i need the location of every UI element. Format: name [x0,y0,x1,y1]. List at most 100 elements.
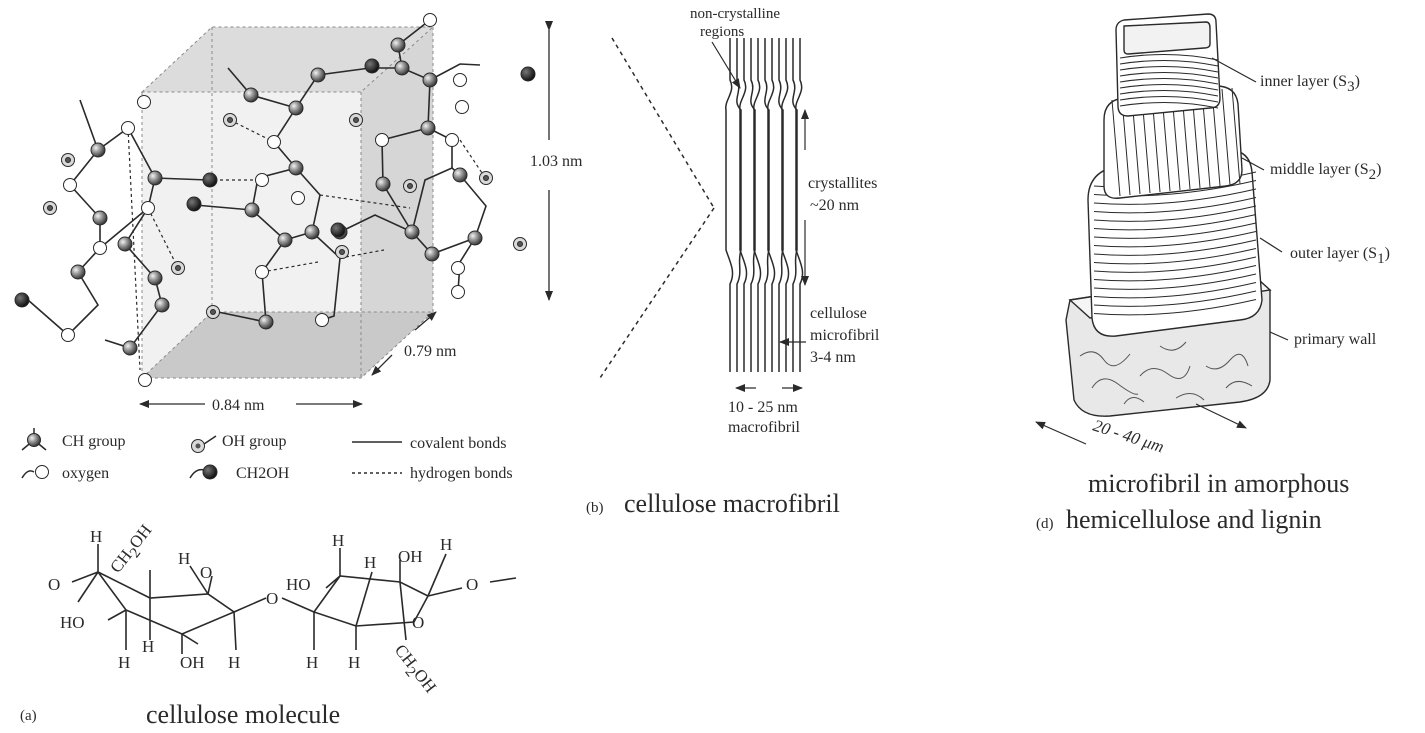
crystallites-size: ~20 nm [810,197,860,214]
winding-line [1093,205,1257,222]
wall-fibre [1091,378,1139,395]
strand [753,38,762,372]
panel-a-caption: cellulose molecule [146,700,340,729]
winding-line [1093,265,1257,282]
legend-oh-icon [191,435,217,453]
inner-layer-label: inner layer (S3) [1260,73,1360,95]
wall-fibre [1079,351,1131,367]
strand [781,38,790,372]
wall-fibre [1139,365,1191,379]
macrofibril-strands [725,38,804,372]
panel-d-letter: (d) [1036,516,1054,532]
crystallites-label: crystallites [808,175,877,192]
legend-oxygen-label: oxygen [62,465,109,482]
noncrystalline-label-2: regions [700,24,744,40]
unit-cell [140,26,435,379]
wall-fibre [1159,341,1187,351]
winding-line [1093,197,1257,214]
legend-oxygen-icon [21,465,49,479]
winding-line [1119,59,1219,67]
strand [767,38,776,372]
svg-text:O: O [266,589,278,608]
legend-ch2oh-icon [189,464,218,480]
svg-text:CH2OH: CH2OH [387,641,440,700]
dim-depth-label: 0.79 nm [404,343,457,360]
winding-line [1093,299,1257,316]
svg-text:H: H [348,653,360,672]
panel-d-caption-2: hemicellulose and lignin [1066,505,1322,534]
legend-ch-icon [21,428,47,451]
microfibril-label-2: microfibril [810,327,880,344]
panel-b-letter: (b) [586,500,604,516]
macrofibril-label: macrofibril [728,419,801,436]
svg-text:H: H [142,637,154,656]
strand [750,38,756,372]
middle-layer-label: middle layer (S2) [1270,161,1381,183]
winding-line [1093,222,1257,239]
svg-text:HO: HO [60,613,85,632]
winding-line [1093,248,1257,265]
strand [764,38,770,372]
legend: CH group oxygen OH group CH2OH covalent … [21,428,513,482]
wall-fibre [1175,393,1205,401]
strand [739,38,748,372]
panel-b-caption: cellulose macrofibril [624,489,840,518]
winding-line [1119,65,1219,73]
size-label: 20 - 40 μm [1091,416,1167,457]
fibril-block [1065,13,1272,417]
winding-line [1093,231,1257,248]
primary-wall-label: primary wall [1294,331,1377,348]
legend-hydrogen-label: hydrogen bonds [410,465,513,482]
svg-text:OH: OH [398,547,423,566]
layer-labels [1035,57,1289,445]
svg-text:H: H [118,653,130,672]
microfibril-label-1: cellulose [810,305,867,322]
winding-line [1093,239,1257,256]
dim-width-label: 0.84 nm [212,397,265,414]
wall-fibre [1123,397,1145,405]
panel-d-caption-1: microfibril in amorphous [1088,469,1349,498]
wall-fibre [1205,353,1249,370]
winding-line [1093,290,1257,307]
svg-text:O: O [48,575,60,594]
macrofibril-labels: non-crystalline regions crystallites ~20… [690,6,880,436]
svg-text:O: O [412,613,424,632]
noncrystalline-label-1: non-crystalline [690,6,780,22]
winding-line [1119,53,1219,61]
winding-line [1093,256,1257,273]
winding-line [1119,71,1219,79]
legend-ch2oh-label: CH2OH [236,465,290,482]
svg-text:HO: HO [286,575,311,594]
cellulose-atoms: O HO H CH2OH H O H H OH H O HO H H OH H … [48,521,478,700]
dimension-arrows-a [139,21,553,408]
svg-text:H: H [90,527,102,546]
svg-text:H: H [178,549,190,568]
outer-layer-label: outer layer (S1) [1290,245,1390,267]
winding-line [1093,188,1257,205]
svg-text:H: H [228,653,240,672]
winding-line [1119,83,1219,91]
svg-text:H: H [306,653,318,672]
svg-text:H: H [440,535,452,554]
winding-line [1221,88,1231,186]
winding-line [1119,89,1219,97]
legend-covalent-label: covalent bonds [410,435,506,452]
winding-line [1119,95,1219,103]
winding-line [1093,282,1257,299]
panel-a-letter: (a) [20,708,37,724]
svg-text:O: O [200,563,212,582]
legend-oh-label: OH group [222,433,286,450]
svg-text:CH2OH: CH2OH [106,521,159,580]
winding-line [1119,77,1219,85]
microfibril-label-3: 3-4 nm [810,349,856,366]
dim-height-label: 1.03 nm [530,153,583,170]
strand [725,38,734,372]
svg-text:H: H [332,531,344,550]
atoms [14,13,536,387]
winding-line [1111,99,1121,197]
strand [792,38,798,372]
winding-line [1093,273,1257,290]
svg-text:H: H [364,553,376,572]
zoom-dashed-lines [599,37,715,379]
